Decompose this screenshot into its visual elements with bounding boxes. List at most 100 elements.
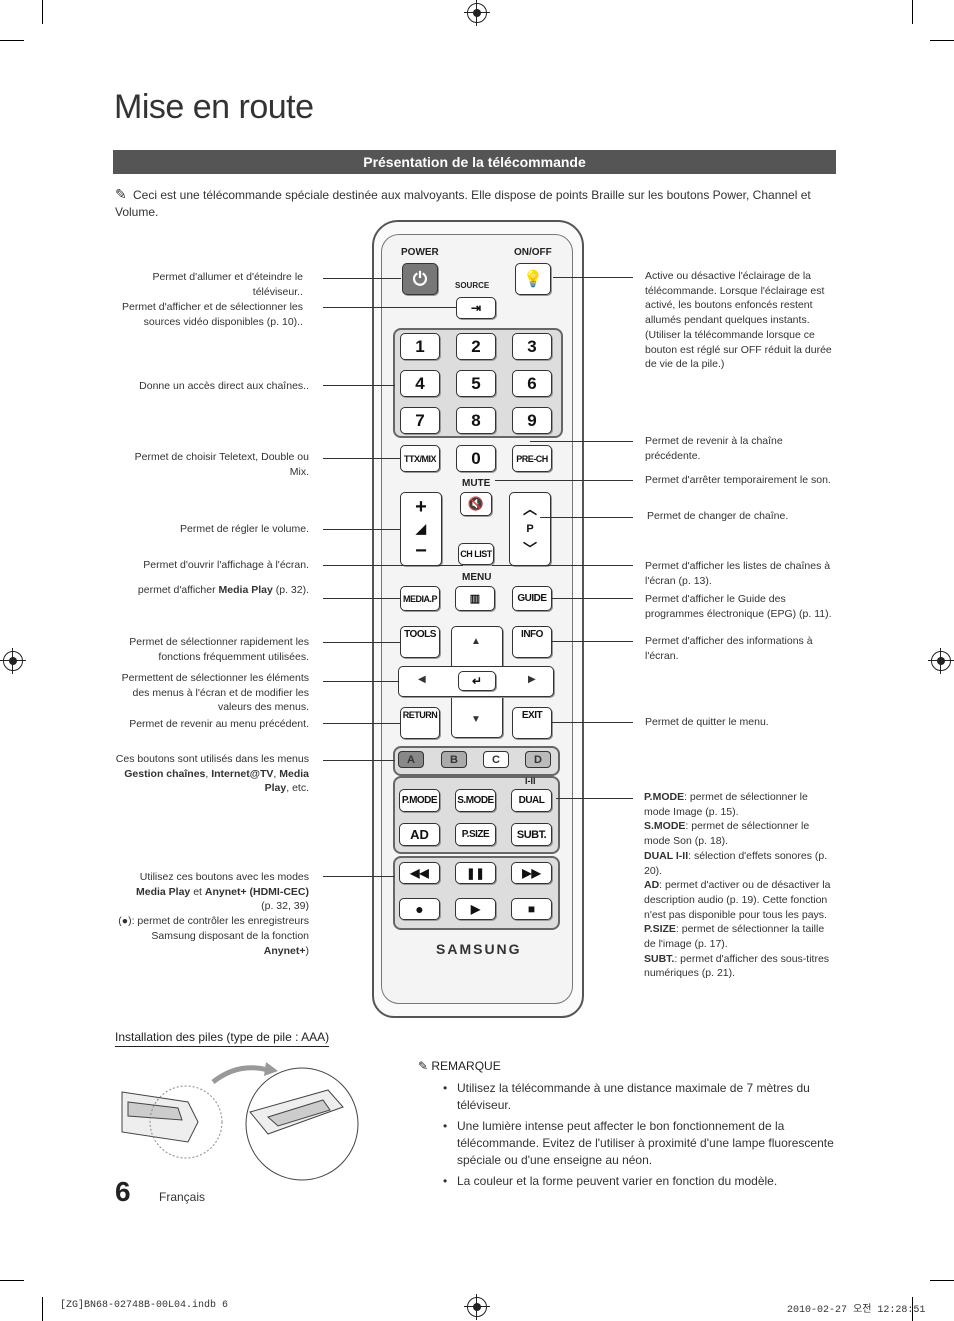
label-return: Permet de revenir au menu précédent.: [129, 718, 309, 730]
play-button: ▶: [455, 898, 496, 920]
channel-label: P: [526, 523, 534, 535]
source-label: SOURCE: [455, 281, 490, 290]
crop-mark: [42, 1297, 43, 1321]
print-footer-file: [ZG]BN68-02748B-00L04.indb 6: [60, 1300, 229, 1311]
list-item: Une lumière intense peut affecter le bon…: [443, 1118, 838, 1169]
label-info: Permet d'afficher des informations à l'é…: [645, 635, 813, 662]
leader-line: [492, 565, 633, 566]
label-bold: Anynet+: [263, 944, 306, 957]
label-text: : permet de sélectionner le mode Image (…: [644, 791, 808, 818]
leader-line: [540, 517, 633, 518]
return-button: RETURN: [400, 707, 440, 739]
leader-line: [323, 598, 400, 599]
leader-line: [323, 760, 395, 761]
label-text: Ces boutons sont utilisés dans les menus: [115, 753, 309, 765]
crop-mark: [0, 40, 24, 41]
volume-rocker: +◢−: [400, 492, 442, 566]
leader-line: [553, 277, 633, 278]
tools-button: TOOLS: [400, 626, 440, 658]
label-text: permet d'afficher: [137, 584, 219, 596]
label-bold: Gestion chaînes: [124, 767, 206, 780]
speaker-mute-icon: 🔇: [467, 496, 485, 511]
enter-button: ↵: [458, 671, 496, 691]
registration-icon: [464, 1294, 490, 1320]
crop-mark: [930, 1280, 954, 1281]
page-title: Mise en route: [114, 88, 314, 126]
leader-line: [323, 681, 398, 682]
label-menu: Permet d'ouvrir l'affichage à l'écran.: [143, 559, 309, 571]
leader-line: [323, 723, 400, 724]
p-mode-button: P.MODE: [399, 789, 440, 812]
leader-line: [552, 598, 633, 599]
menu-label: MENU: [462, 572, 492, 583]
label-bold: Media Play: [136, 885, 191, 898]
label-source: Permet d'afficher et de sélectionner les…: [122, 301, 303, 328]
num-3-button: 3: [512, 333, 552, 360]
ch-list-button: CH LIST: [458, 543, 494, 565]
s-mode-button: S.MODE: [455, 789, 496, 812]
leader-line: [323, 458, 400, 459]
lightbulb-icon: 💡: [523, 271, 543, 288]
list-item: La couleur et la forme peuvent varier en…: [443, 1173, 838, 1190]
label-text: (p. 32, 39): [261, 900, 309, 913]
label-colors: Ces boutons sont utilisés dans les menus…: [115, 753, 309, 795]
notes-list: Utilisez la télécommande à une distance …: [443, 1080, 838, 1194]
crop-mark: [912, 0, 913, 24]
label-text: , etc.: [286, 782, 309, 795]
record-icon: ●: [121, 915, 129, 928]
color-button-d: D: [525, 751, 551, 768]
label-bold: Anynet+ (HDMI-CEC): [204, 885, 309, 898]
stop-icon: ■: [527, 902, 536, 916]
volume-ramp-icon: ◢: [416, 521, 426, 536]
arrow-right-icon: ▶: [528, 674, 536, 685]
power-label: POWER: [401, 247, 439, 258]
label-volume: Permet de régler le volume.: [180, 523, 309, 535]
rewind-icon: ◀◀: [410, 866, 429, 880]
label-power: Permet d'allumer et d'éteindre le télévi…: [152, 271, 303, 298]
info-button: INFO: [512, 626, 552, 658]
onoff-label: ON/OFF: [514, 247, 552, 258]
label-text: : permet de sélectionner le mode Son (p.…: [644, 820, 810, 848]
num-7-button: 7: [400, 407, 440, 434]
leader-line: [323, 642, 400, 643]
play-icon: ▶: [470, 902, 481, 916]
label-text: : permet de sélectionner la taille de l'…: [644, 923, 825, 951]
label-bold: Internet@TV: [211, 767, 274, 780]
leader-line: [552, 641, 633, 642]
arrow-up-icon: ▲: [471, 636, 481, 647]
num-4-button: 4: [400, 370, 440, 397]
leader-line: [323, 385, 395, 386]
pencil-note-icon: ✎: [418, 1059, 432, 1073]
leader-line: [495, 480, 633, 481]
label-text: et: [190, 885, 205, 898]
label-bold: Media Play: [264, 767, 309, 795]
intro-note: ✎Ceci est une télécommande spéciale dest…: [115, 186, 815, 221]
crop-mark: [912, 1297, 913, 1321]
power-button: ⏻: [402, 263, 438, 295]
rewind-button: ◀◀: [399, 862, 440, 884]
num-6-button: 6: [512, 370, 552, 397]
record-button: ●: [399, 898, 440, 920]
num-1-button: 1: [400, 333, 440, 360]
arrow-left-icon: ◀: [418, 674, 426, 685]
dual-button: DUAL: [511, 789, 552, 812]
label-text: Utilisez ces boutons avec les modes: [139, 871, 309, 883]
label-text: (p. 32).: [272, 584, 309, 596]
label-tools: Permet de sélectionner rapidement les fo…: [129, 636, 309, 663]
ttx-mix-button: TTX/MIX: [400, 445, 440, 472]
stop-button: ■: [511, 898, 552, 920]
pause-icon: ❚❚: [466, 867, 485, 880]
leader-line: [556, 798, 633, 799]
arrow-down-icon: ▼: [471, 714, 481, 725]
exit-button: EXIT: [512, 707, 552, 739]
label-channel: Permet de changer de chaîne.: [647, 510, 789, 522]
label-guide: Permet d'afficher le Guide des programme…: [645, 593, 832, 620]
label-mediap: permet d'afficher Media Play (p. 32).: [110, 583, 309, 598]
leader-line: [323, 876, 395, 877]
source-icon: ⇥: [470, 301, 482, 315]
label-bold: Media Play: [218, 584, 273, 596]
ad-button: AD: [399, 823, 440, 846]
label-text: : permet d'activer ou de désactiver la d…: [644, 879, 831, 921]
chevron-down-icon: ﹀: [523, 541, 537, 557]
